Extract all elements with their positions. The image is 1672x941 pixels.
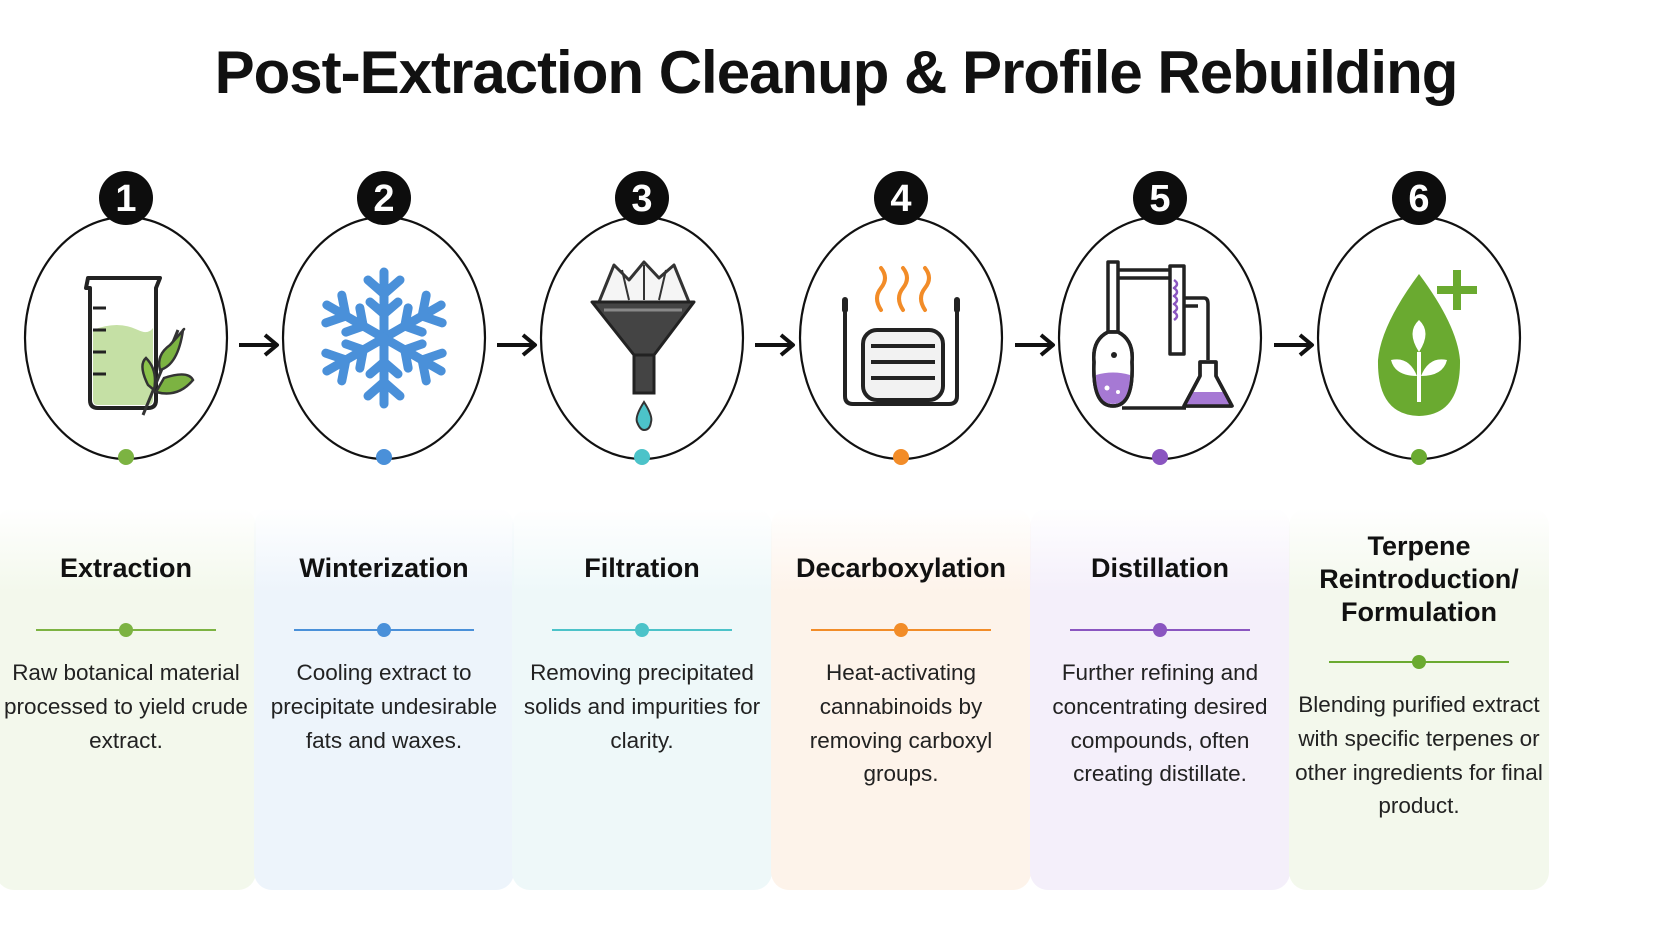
leaf-drop-plus-icon xyxy=(1377,270,1477,416)
step-number: 4 xyxy=(890,178,911,220)
arrow-right-icon xyxy=(237,330,283,360)
step-title: Distillation xyxy=(1090,553,1229,583)
step-number-badge xyxy=(357,171,411,225)
step-title: Winterization xyxy=(299,553,469,583)
step-divider xyxy=(552,622,732,638)
step-decarboxylation: 4 Decarboxylation Heat-activating cannab… xyxy=(763,170,1039,890)
beaker-leaf-icon xyxy=(84,276,195,416)
arrow-right-icon xyxy=(753,330,799,360)
step-ring-dot xyxy=(1152,449,1168,465)
step-number: 3 xyxy=(631,178,652,220)
step-number: 5 xyxy=(1149,178,1170,220)
step-card xyxy=(254,508,514,890)
snowflake-icon xyxy=(319,267,449,404)
step-number-badge xyxy=(99,171,153,225)
step-title: Filtration xyxy=(584,553,700,583)
step-6-graphic: 6 xyxy=(1316,171,1522,465)
step-number-badge xyxy=(615,171,669,225)
step-number: 1 xyxy=(115,178,136,220)
step-5-graphic: 5 xyxy=(1057,171,1263,465)
step-number: 2 xyxy=(373,178,394,220)
arrow-right-icon xyxy=(1272,330,1318,360)
step-description: Further refining and concentrating desir… xyxy=(1052,660,1268,787)
step-description: Blending purified extract with specific … xyxy=(1295,692,1543,819)
step-4-graphic: 4 xyxy=(798,171,1004,465)
distillation-apparatus-icon xyxy=(1092,260,1234,410)
arrow-right-icon xyxy=(1013,330,1059,360)
step-filtration: 3 Filtration Removing precipitated solid… xyxy=(504,170,780,890)
step-ring-dot xyxy=(634,449,650,465)
heating-coil-icon xyxy=(842,266,960,406)
step-ring xyxy=(1057,215,1263,461)
step-card xyxy=(1030,508,1290,890)
step-divider xyxy=(294,622,474,638)
step-terpene-reintroduction: 6 Terpene Reintroduction/ Formulation Bl… xyxy=(1281,170,1557,890)
step-title: Decarboxylation xyxy=(795,553,1007,583)
page-title: Post-Extraction Cleanup & Profile Rebuil… xyxy=(214,39,1459,106)
arrow-right-icon xyxy=(495,330,541,360)
step-description: Raw botanical material processed to yiel… xyxy=(4,660,248,753)
step-3-graphic: 3 xyxy=(539,171,745,465)
step-card xyxy=(0,508,256,890)
step-number-badge xyxy=(874,171,928,225)
step-winterization: 2 Winterization Cooling extract to preci… xyxy=(246,170,522,890)
step-title: Terpene Reintroduction/ Formulation xyxy=(1319,531,1519,627)
step-description: Cooling extract to precipitate undesirab… xyxy=(270,660,498,753)
step-divider xyxy=(36,622,216,638)
step-number-badge xyxy=(1392,171,1446,225)
step-ring-dot xyxy=(1411,449,1427,465)
step-divider xyxy=(1070,622,1250,638)
step-1-graphic: 1 xyxy=(23,171,229,465)
step-2-graphic: 2 xyxy=(281,171,487,465)
step-title: Extraction xyxy=(59,553,193,583)
step-description: Removing precipitated solids and impurit… xyxy=(523,660,761,753)
step-distillation: 5 Disti xyxy=(1022,170,1298,890)
step-description: Heat-activating cannabinoids by removing… xyxy=(809,660,993,787)
step-ring-dot xyxy=(118,449,134,465)
step-card xyxy=(771,508,1031,890)
step-extraction: 1 Extraction Raw botanical material proc… xyxy=(0,170,264,890)
step-number-badge xyxy=(1133,171,1187,225)
step-number: 6 xyxy=(1408,178,1429,220)
step-divider xyxy=(1329,654,1509,670)
step-card xyxy=(512,508,772,890)
step-ring-dot xyxy=(376,449,392,465)
step-ring-dot xyxy=(893,449,909,465)
filter-funnel-icon xyxy=(590,260,696,432)
step-card xyxy=(1289,508,1549,890)
step-divider xyxy=(811,622,991,638)
